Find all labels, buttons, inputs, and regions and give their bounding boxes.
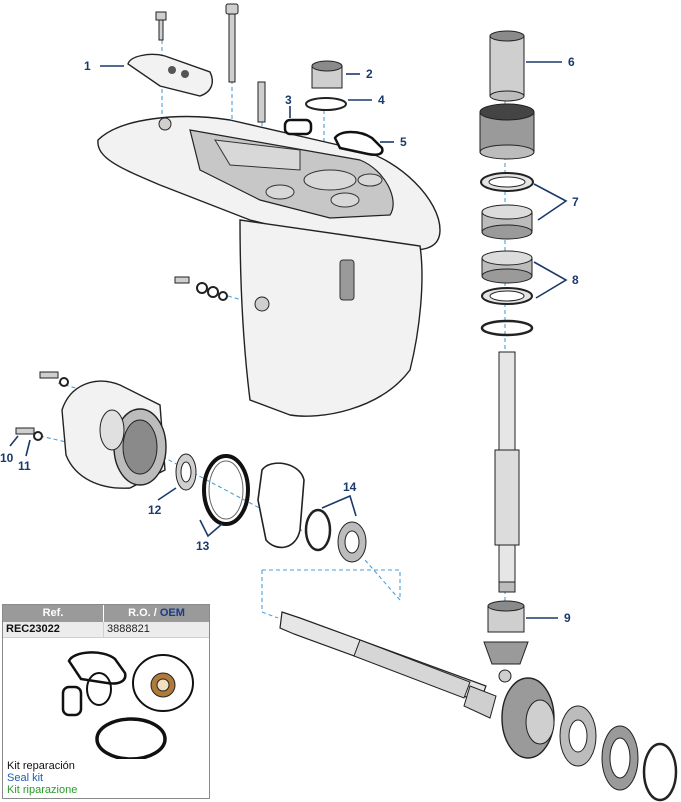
- callout-14: 14: [343, 480, 357, 494]
- part-8-bearing: [481, 250, 533, 305]
- header-ro: R.O. /: [128, 607, 160, 619]
- part-5-gasket: [333, 130, 384, 156]
- part-14-bearing: [304, 508, 367, 563]
- part-4-o-ring: [305, 97, 347, 111]
- kit-ref-value: REC23022: [3, 622, 104, 637]
- kit-labels: Kit reparación Seal kit Kit riparazione: [7, 760, 77, 796]
- kit-label-english: Seal kit: [7, 772, 44, 784]
- callout-13: 13: [196, 539, 210, 553]
- kit-gasket: [67, 651, 127, 685]
- callout-1: 1: [84, 59, 91, 73]
- header-ref: Ref.: [3, 605, 104, 622]
- gasket-plate: [257, 462, 305, 549]
- callout-12: 12: [148, 503, 162, 517]
- part-7-bearing: [480, 172, 534, 240]
- kit-o-ring-large: [95, 717, 167, 759]
- kit-table-header: Ref. R.O. / OEM: [3, 605, 209, 622]
- studs: [225, 3, 266, 123]
- part-9-bushing: [487, 600, 525, 633]
- kit-o-ring-small: [86, 672, 112, 706]
- bearing-cup-upper: [479, 103, 535, 160]
- forward-gear: [501, 677, 555, 759]
- part-2-bushing: [311, 60, 343, 89]
- callout-3: 3: [285, 93, 292, 107]
- callout-11: 11: [18, 459, 31, 473]
- shim-ring: [480, 319, 534, 337]
- anode-plate-windows: [214, 139, 383, 208]
- gearcase-housing: [97, 115, 441, 417]
- seal-kit-panel: Ref. R.O. / OEM REC23022 3888821 Kit rep…: [2, 604, 210, 799]
- kit-seal-rect: [61, 685, 83, 717]
- pinion-gear: [483, 641, 529, 683]
- callout-9: 9: [564, 611, 571, 625]
- header-oem: OEM: [159, 607, 185, 619]
- callout-7: 7: [572, 195, 579, 209]
- driveshaft: [494, 351, 520, 593]
- part-3-seal: [283, 118, 313, 136]
- part-12-seal: [175, 453, 197, 491]
- propeller-shaft: [279, 611, 497, 719]
- part-1-cover: [127, 11, 213, 131]
- kit-contents-drawing: [61, 651, 194, 759]
- kit-oil-seal: [150, 672, 176, 698]
- carrier-bolts: [15, 371, 69, 441]
- kit-label-spanish: Kit reparación: [7, 760, 75, 772]
- callout-10: 10: [0, 451, 14, 465]
- kit-table-row: REC23022 3888821: [3, 622, 209, 638]
- callouts: 1 2 3 4 5 6 7 8 9 10 11 12 13 14: [0, 55, 579, 625]
- kit-gasket-round: [132, 654, 194, 712]
- kit-oem-value: 3888821: [107, 623, 150, 635]
- callout-2: 2: [366, 67, 373, 81]
- bearing-carrier: [61, 380, 167, 489]
- header-ro-oem: R.O. / OEM: [104, 605, 209, 622]
- part-13-o-ring: [202, 454, 250, 526]
- part-6-sleeve: [489, 30, 525, 102]
- kit-label-italian: Kit riparazione: [7, 784, 78, 796]
- forward-bearing: [559, 705, 678, 802]
- side-screw-washers: [174, 276, 270, 312]
- callout-8: 8: [572, 273, 579, 287]
- callout-5: 5: [400, 135, 407, 149]
- callout-4: 4: [378, 93, 385, 107]
- callout-6: 6: [568, 55, 575, 69]
